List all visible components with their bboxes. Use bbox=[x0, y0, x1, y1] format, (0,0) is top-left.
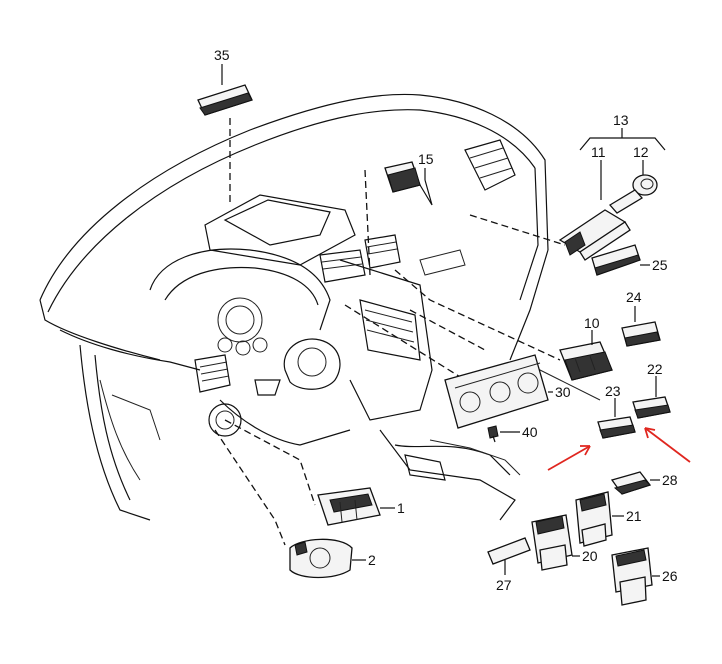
callout-30: 30 bbox=[555, 384, 571, 400]
assembly-leader-lines bbox=[214, 118, 566, 546]
callout-22: 22 bbox=[647, 361, 663, 377]
part-1-switch-module: 1 bbox=[317, 487, 405, 526]
callout-40: 40 bbox=[522, 424, 538, 440]
callout-10: 10 bbox=[584, 315, 600, 331]
part-26-switch: 26 bbox=[611, 547, 678, 606]
part-10-switch-unit: 10 bbox=[559, 315, 613, 381]
callout-26: 26 bbox=[662, 568, 678, 584]
part-40-screw: 40 bbox=[487, 424, 538, 443]
part-12-knob bbox=[608, 174, 658, 214]
red-arrow-right bbox=[644, 427, 691, 463]
callout-23: 23 bbox=[605, 383, 621, 399]
part-21-switch: 21 bbox=[575, 491, 642, 547]
part-24-switch: 24 bbox=[621, 289, 661, 347]
part-13-group: 13 11 12 bbox=[579, 112, 666, 200]
part-20-switch: 20 bbox=[531, 514, 598, 571]
callout-12: 12 bbox=[633, 144, 649, 160]
callout-21: 21 bbox=[626, 508, 642, 524]
callout-15: 15 bbox=[418, 151, 434, 167]
callout-13: 13 bbox=[613, 112, 629, 128]
callout-25: 25 bbox=[652, 257, 668, 273]
callout-28: 28 bbox=[662, 472, 678, 488]
part-30-climate-control: 30 bbox=[444, 354, 571, 429]
callout-2: 2 bbox=[368, 552, 376, 568]
red-arrow-left-head bbox=[580, 445, 591, 456]
highlight-arrows bbox=[547, 427, 691, 471]
callout-20: 20 bbox=[582, 548, 598, 564]
red-arrow-left bbox=[547, 445, 591, 471]
part-28-blank-cap: 28 bbox=[610, 471, 678, 495]
part-23-button: 23 bbox=[597, 383, 636, 439]
callout-11: 11 bbox=[591, 144, 606, 160]
part-11-switch bbox=[558, 209, 631, 261]
part-27-blank-cover: 27 bbox=[487, 537, 531, 593]
callout-1: 1 bbox=[397, 500, 405, 516]
part-2-light-switch: 2 bbox=[289, 538, 376, 579]
callout-35: 35 bbox=[214, 47, 230, 63]
callout-24: 24 bbox=[626, 289, 642, 305]
part-35-trim-cover: 35 bbox=[197, 47, 253, 116]
dashboard-outline bbox=[39, 93, 601, 521]
part-25-cover: 25 bbox=[591, 244, 668, 276]
red-arrow-right-head bbox=[644, 427, 656, 439]
part-15-switch: 15 bbox=[384, 151, 434, 206]
callout-27: 27 bbox=[496, 577, 512, 593]
part-22-button: 22 bbox=[632, 361, 671, 419]
